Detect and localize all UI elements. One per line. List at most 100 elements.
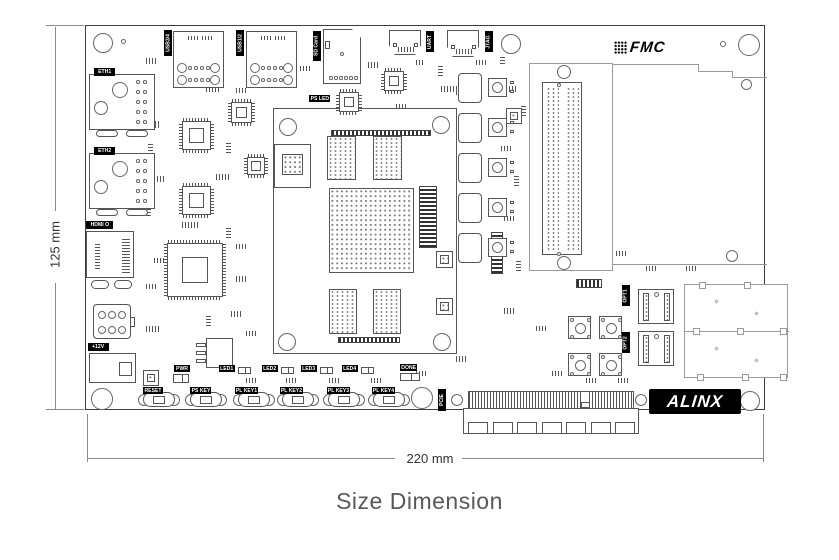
pin	[136, 100, 140, 104]
sfp-pins	[664, 293, 670, 321]
sfp-cage-outline	[684, 282, 789, 381]
tab	[472, 45, 476, 49]
qfp-pads	[183, 118, 210, 121]
dcdc-module	[458, 113, 516, 144]
mounting-hole	[557, 252, 561, 256]
pin	[200, 66, 204, 70]
inductor	[458, 153, 482, 183]
label-usb1-2: USB1/2	[236, 30, 244, 56]
hole	[283, 63, 293, 73]
label-text: PL KEY2	[280, 387, 303, 394]
qfp-pads	[164, 244, 167, 296]
qfp-pads	[168, 297, 222, 300]
body	[206, 338, 233, 368]
pin	[200, 78, 204, 82]
dcdc-module	[458, 193, 516, 224]
label-text: PS KEY	[191, 387, 210, 394]
pin	[136, 120, 140, 124]
mounting-hole	[635, 394, 647, 406]
dcdc-module	[458, 153, 516, 184]
pin	[261, 78, 265, 82]
mounting-hole	[740, 391, 760, 411]
corner-pin	[617, 317, 623, 323]
label-pl-key2: PL KEY2	[280, 387, 303, 394]
pin	[273, 66, 277, 70]
component-pads	[416, 371, 426, 376]
pin-header	[576, 279, 602, 288]
qfp-die	[250, 160, 262, 172]
dcdc-module	[458, 233, 516, 264]
hole	[112, 82, 128, 98]
width-dimension: 220 mm	[406, 450, 454, 466]
pin	[136, 159, 140, 163]
component-pads	[476, 60, 486, 65]
pcie-tab	[492, 422, 513, 434]
led	[400, 373, 420, 381]
pin-hole	[98, 326, 106, 334]
component-pads	[226, 141, 231, 153]
label-led1: LED1	[219, 365, 235, 372]
label-text: OPT2	[623, 335, 629, 350]
component-pads	[506, 86, 518, 92]
corner-pin	[600, 354, 606, 360]
qfn-die	[282, 154, 303, 175]
sd-card-slot	[323, 29, 361, 84]
height-ext-line-bottom	[46, 409, 84, 410]
pcie-key	[583, 392, 589, 408]
component-pads	[396, 104, 408, 109]
via	[492, 162, 503, 173]
mounting-hole	[432, 116, 450, 134]
pin-header	[331, 130, 431, 136]
latch	[699, 282, 706, 289]
qfp-pads	[340, 89, 358, 92]
pin-header	[338, 337, 400, 343]
qfp-pads	[385, 68, 403, 71]
label-text: LED3	[302, 365, 316, 372]
pin	[267, 78, 271, 82]
pin	[267, 66, 271, 70]
dc-jack	[89, 353, 136, 383]
pin	[136, 90, 140, 94]
component-pads	[216, 174, 230, 180]
label-opt2: OPT2	[622, 332, 630, 353]
corner-pin	[586, 334, 592, 340]
component-pads	[146, 284, 156, 289]
tab	[325, 41, 330, 49]
label-text: ETH2	[97, 148, 112, 154]
component-pads	[206, 86, 220, 92]
corner-pin	[617, 371, 623, 377]
label-text: OPT1	[623, 288, 629, 303]
latch	[697, 374, 704, 381]
latch	[693, 328, 700, 335]
component-pads	[504, 216, 514, 221]
component-pads	[504, 308, 516, 314]
corner-pin	[586, 317, 592, 323]
label-done: DONE	[400, 364, 417, 371]
card-outline	[698, 71, 733, 72]
fmc-pins	[566, 87, 579, 250]
pin	[143, 120, 147, 124]
power-header	[93, 304, 135, 339]
pin	[143, 80, 147, 84]
component-pads	[231, 311, 243, 317]
component-pads	[416, 60, 424, 65]
pin	[273, 78, 277, 82]
qfp-chip	[244, 154, 268, 178]
mount-tab	[114, 280, 132, 289]
diagram-caption: Size Dimension	[336, 488, 503, 514]
hole	[94, 101, 108, 115]
pin	[188, 66, 192, 70]
hole	[210, 75, 220, 85]
push-button	[568, 316, 592, 340]
latch	[744, 282, 751, 289]
button-cap	[200, 396, 212, 404]
qfp-pads	[404, 72, 407, 90]
label-led3: LED3	[301, 365, 317, 372]
component-pads	[154, 258, 164, 263]
hole	[210, 63, 220, 73]
component-pads	[686, 266, 698, 271]
button-cap	[292, 396, 304, 404]
ddr-chip	[329, 289, 357, 334]
pin	[136, 169, 140, 173]
pin	[136, 189, 140, 193]
